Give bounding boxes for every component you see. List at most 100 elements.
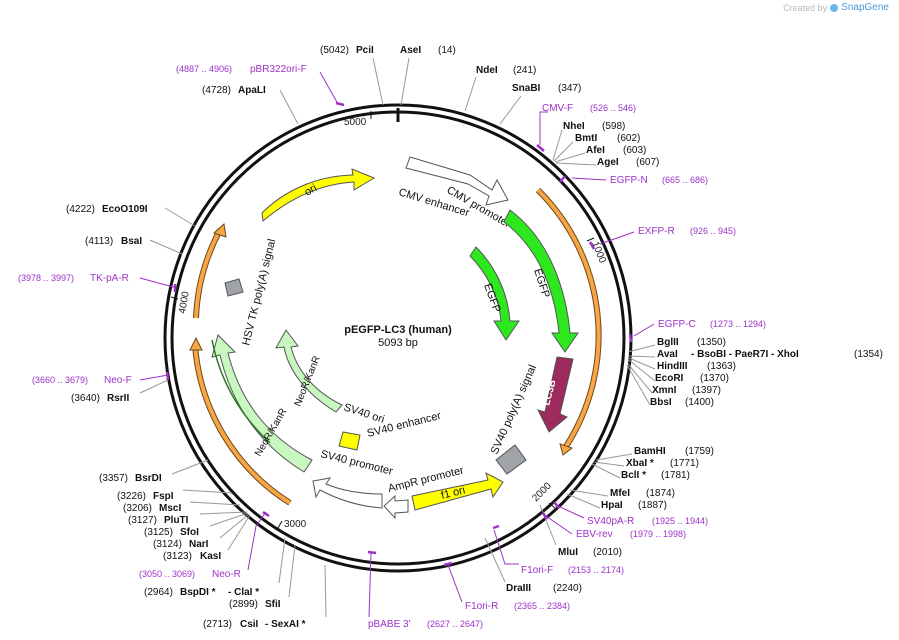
f1-ori-label: f1 ori bbox=[440, 484, 467, 502]
ori-arrow bbox=[261, 168, 376, 222]
primer-tick-neo-f bbox=[165, 371, 170, 381]
leader-bspdi bbox=[278, 537, 286, 584]
leader-bglii bbox=[627, 344, 656, 353]
primer-tick-exfp-r bbox=[588, 241, 596, 250]
orf-arrow-egfp-lc3b bbox=[559, 443, 574, 456]
site-pos-nhei: (598) bbox=[602, 121, 625, 132]
primer-name-pbr322ori-f: pBR322ori-F bbox=[250, 64, 307, 75]
leader-hpai bbox=[566, 493, 601, 509]
primer-range-sv40pa-r: (1925 .. 1944) bbox=[652, 516, 708, 526]
ruler-label-5000: 5000 bbox=[344, 117, 367, 128]
sv40-polya-box bbox=[495, 444, 527, 475]
primer-leader-pbr322ori-f bbox=[319, 71, 339, 105]
site-pos-bspdi: (2964) bbox=[144, 587, 173, 598]
leader-xmni bbox=[627, 363, 653, 394]
orf-arcs bbox=[189, 187, 602, 506]
features: CMV enhancer CMV promoter EGFP EGFP LC3B… bbox=[211, 156, 579, 520]
site-pos-bmti: (602) bbox=[617, 133, 640, 144]
site-name-afei: AfeI bbox=[586, 145, 605, 156]
primer-markers bbox=[139, 71, 655, 618]
site-pos-afei: (603) bbox=[623, 145, 646, 156]
site-pos-bsai: (4113) bbox=[85, 236, 113, 247]
site-pos-asei: (14) bbox=[438, 45, 456, 56]
cmv-enhancer-promoter-arrow bbox=[405, 156, 509, 206]
site-name-agei: AgeI bbox=[597, 157, 619, 168]
leader-apali bbox=[279, 89, 299, 125]
orf-arrow-small bbox=[213, 223, 227, 238]
lc3b-arrow bbox=[537, 356, 574, 433]
site-pos-csii: (2713) bbox=[203, 619, 232, 630]
leader-ecori bbox=[628, 359, 656, 382]
primer-leader-egfp-c bbox=[633, 323, 655, 337]
primer-labels: (4887 .. 4906) pBR322ori-F CMV-F (526 ..… bbox=[18, 64, 766, 630]
snapgene-credit: Created by SnapGene bbox=[783, 2, 889, 13]
site-pos-bamhi: (1759) bbox=[685, 446, 714, 457]
leader-ndei bbox=[464, 76, 477, 112]
site-label-pcii: (5042) bbox=[320, 45, 349, 56]
site-name-kasi: KasI bbox=[200, 551, 221, 562]
primer-range-tk-pa-r: (3978 .. 3997) bbox=[18, 273, 74, 283]
leader-bbsi bbox=[626, 364, 651, 406]
egfp-outer-arrow bbox=[503, 209, 579, 353]
orf-arc-small-outline bbox=[193, 228, 223, 319]
primer-name-cmv-f: CMV-F bbox=[542, 103, 573, 114]
leader-afei bbox=[554, 152, 586, 163]
site-pos-kasi: (3123) bbox=[163, 551, 192, 562]
primer-range-cmv-f: (526 .. 546) bbox=[590, 103, 636, 113]
primer-range-f1ori-f: (2153 .. 2174) bbox=[568, 565, 624, 575]
hsv-polya-label: HSV TK poly(A) signal bbox=[240, 238, 278, 347]
site-pos-fspi: (3226) bbox=[117, 491, 146, 502]
ruler-tick-3000 bbox=[277, 520, 283, 529]
primer-range-egfp-n: (665 .. 686) bbox=[662, 175, 708, 185]
sv40-ori-label: SV40 ori bbox=[342, 401, 386, 425]
leader-sfoi bbox=[209, 512, 249, 527]
site-pos-bsrdi: (3357) bbox=[99, 473, 128, 484]
primer-leader-f1ori-f bbox=[493, 529, 519, 565]
ori-label: ori bbox=[303, 182, 320, 199]
leader-hindiii bbox=[628, 357, 656, 370]
orf-arc-neo bbox=[193, 344, 292, 505]
primer-leader-sv40pa-r bbox=[557, 505, 585, 519]
site-name-rsrii: RsrII bbox=[107, 393, 129, 404]
snapgene-logo-icon bbox=[830, 3, 839, 12]
site-labels: (5042) PciI AseI (14) NdeI (241) SnaBI (… bbox=[66, 45, 883, 630]
primer-tick-ebv-rev bbox=[541, 512, 549, 520]
leader-xbai bbox=[593, 461, 625, 467]
leader-bmti bbox=[553, 141, 574, 162]
primer-name-tk-pa-r: TK-pA-R bbox=[90, 273, 129, 284]
site-pos-sfoi: (3125) bbox=[144, 527, 173, 538]
primer-tick-egfp-c bbox=[628, 333, 633, 343]
primer-range-ebv-rev: (1979 .. 1998) bbox=[630, 529, 686, 539]
primer-range-neo-r: (3050 .. 3069) bbox=[139, 569, 195, 579]
primer-tick-neo-r bbox=[262, 510, 270, 518]
site-pos-agei: (607) bbox=[636, 157, 659, 168]
ruler-label-3000: 3000 bbox=[284, 519, 307, 530]
primer-range-pbr322ori-f: (4887 .. 4906) bbox=[176, 64, 232, 74]
primer-tick-egfp-n bbox=[559, 175, 566, 183]
primer-tick-f1ori-f bbox=[492, 524, 500, 530]
site-name-hpai: HpaI bbox=[601, 500, 623, 511]
ruler-tick-4000 bbox=[170, 296, 179, 300]
primer-leader-f1ori-r bbox=[447, 564, 463, 603]
neokan-inner-arrow bbox=[275, 329, 343, 413]
leader-rsrii bbox=[139, 379, 169, 394]
primer-range-exfp-r: (926 .. 945) bbox=[690, 226, 736, 236]
egfp-inner-arrow bbox=[469, 246, 520, 341]
leader-msci bbox=[189, 501, 241, 506]
orf-arrow-neo bbox=[189, 336, 203, 351]
site-pos-bcli: (1781) bbox=[661, 470, 690, 481]
site-pos-draiii: (2240) bbox=[553, 583, 582, 594]
site-name-nhei: NheI bbox=[563, 121, 585, 132]
site-name-xmni: XmnI bbox=[652, 385, 677, 396]
leader-bcli bbox=[591, 463, 621, 479]
site-pos-ndei: (241) bbox=[513, 65, 536, 76]
site-pos-sfii: (2899) bbox=[229, 599, 258, 610]
hsv-polya-box bbox=[224, 278, 244, 297]
site-name-bsrdi: BsrDI bbox=[135, 473, 162, 484]
primer-leader-tk-pa-r bbox=[139, 277, 178, 289]
leader-nhei bbox=[552, 129, 563, 161]
primer-leader-neo-f bbox=[139, 374, 169, 381]
site-name-csii: CsiI bbox=[240, 619, 259, 630]
leader-mfei bbox=[569, 489, 609, 497]
